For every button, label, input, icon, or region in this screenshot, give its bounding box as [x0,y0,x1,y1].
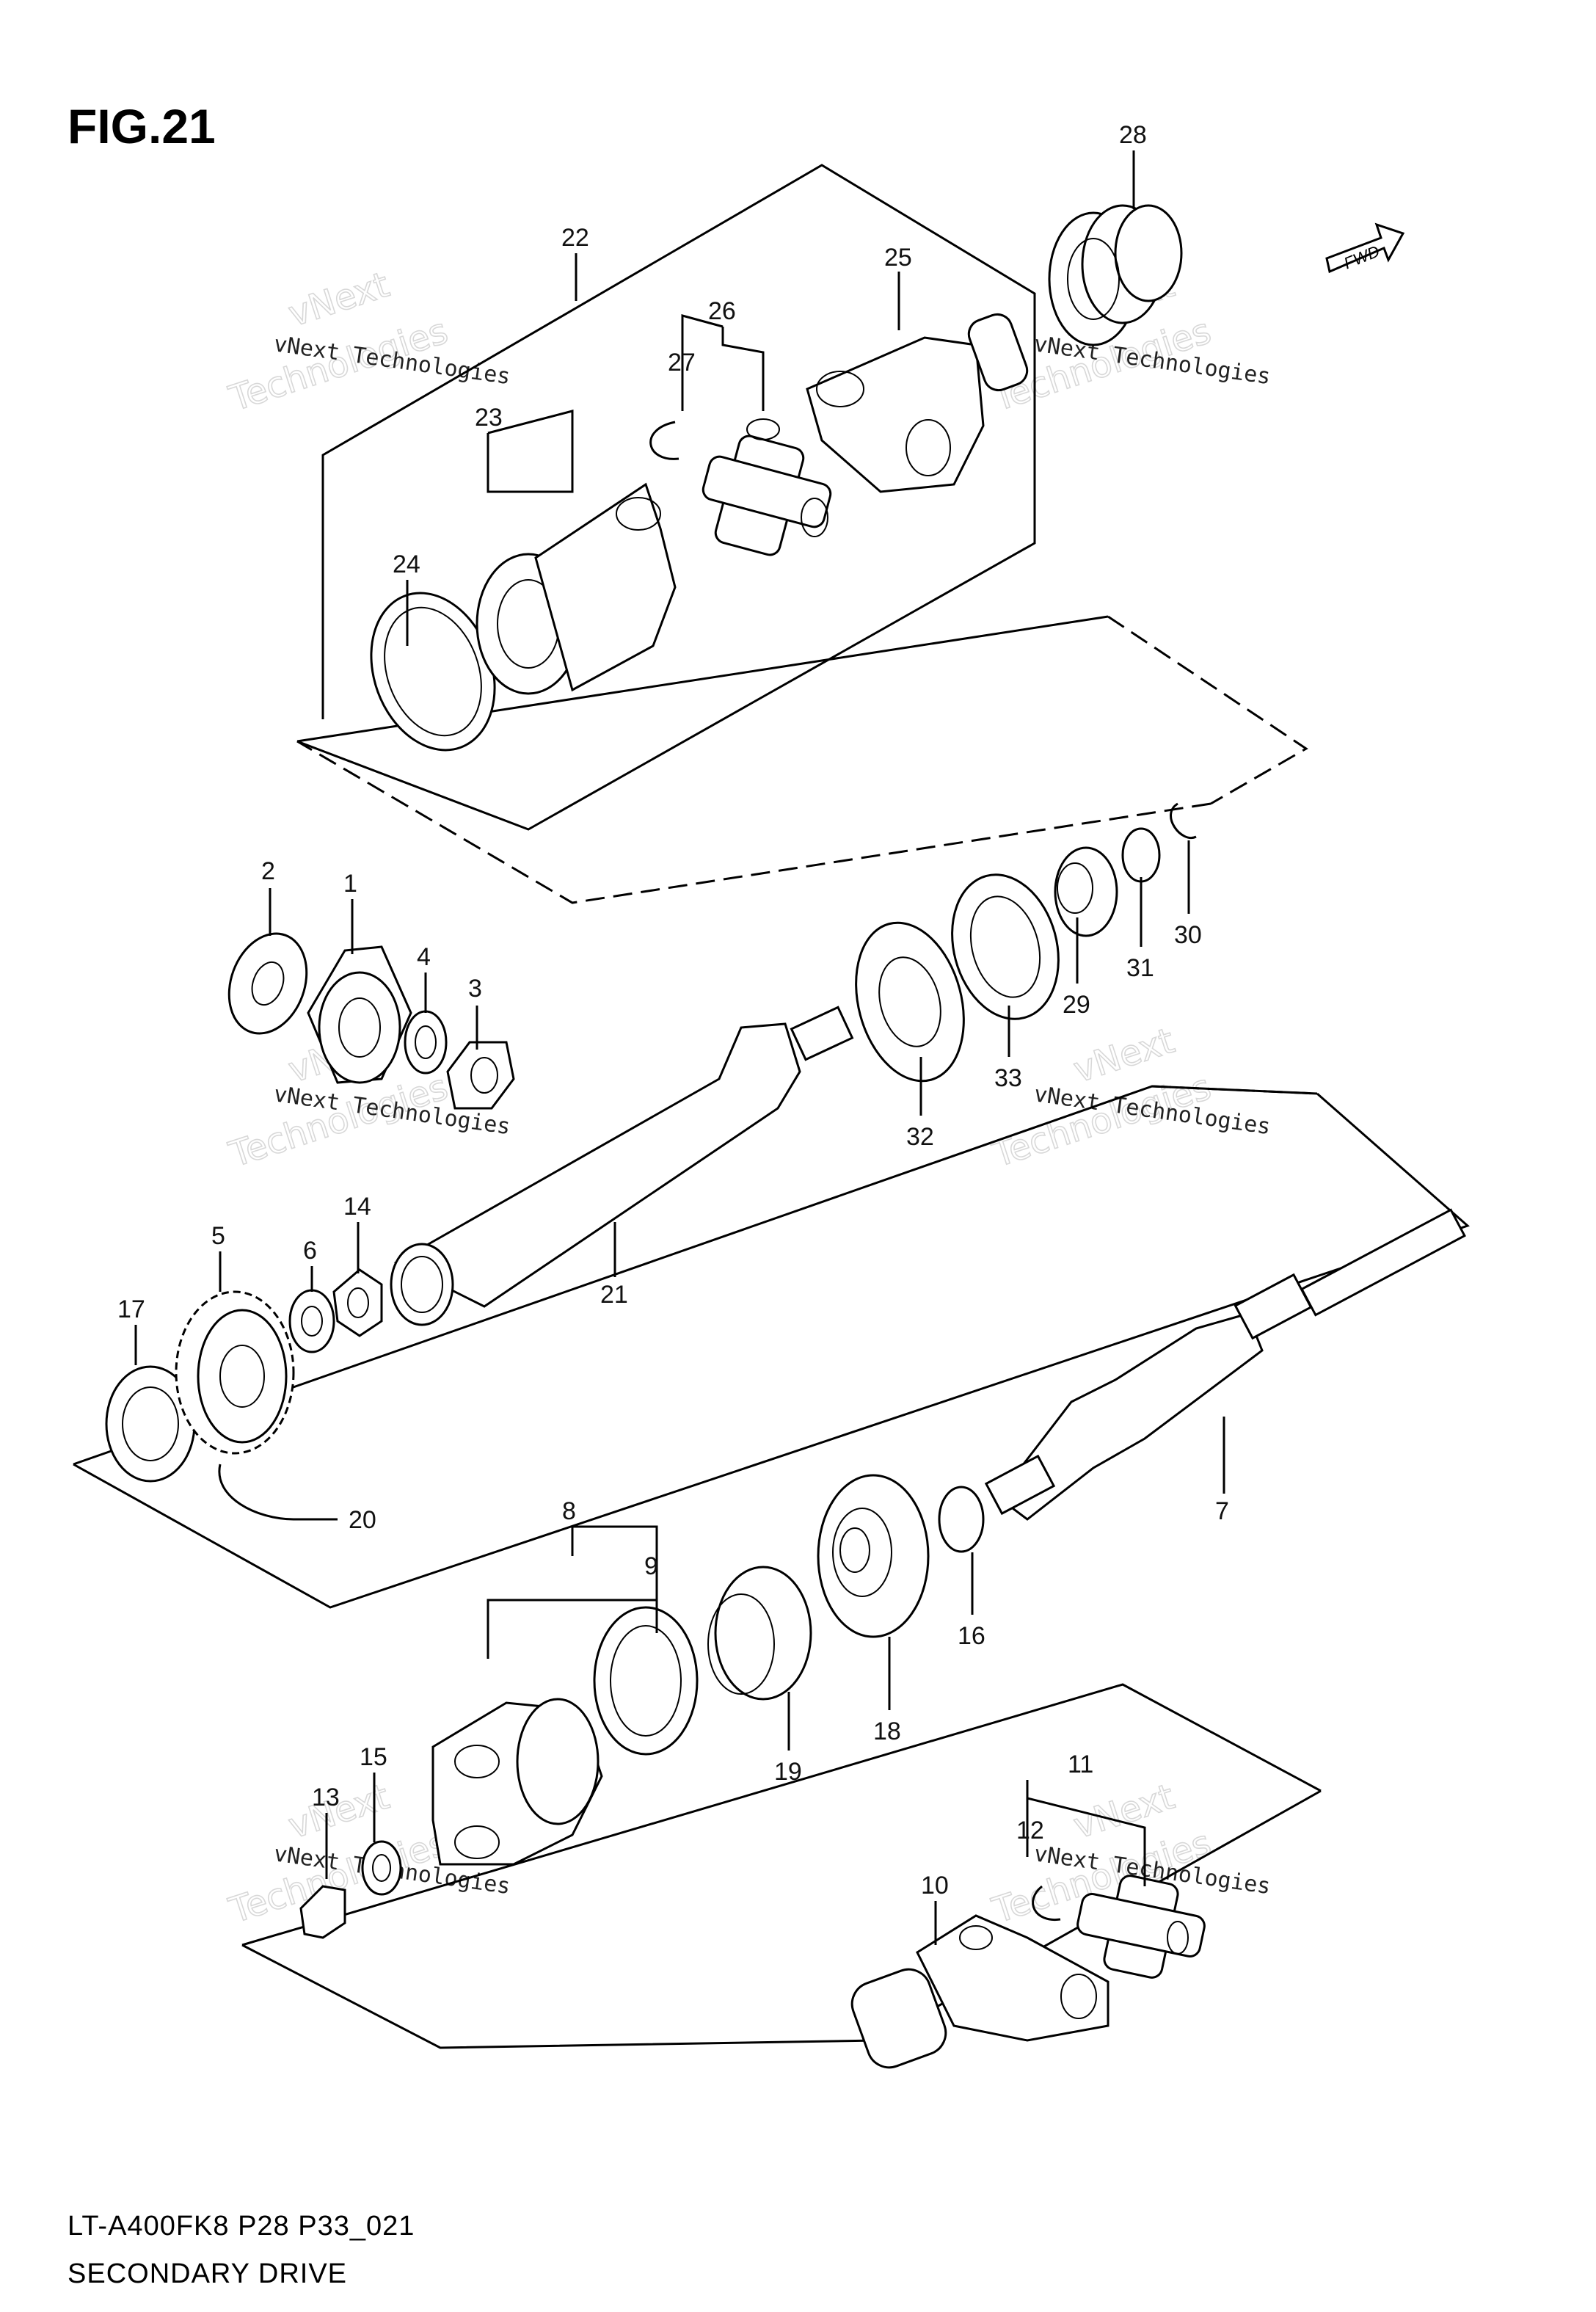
callout-labels: 1 2 3 4 5 6 7 8 9 10 11 12 13 14 15 16 1… [117,121,1229,1900]
group-frame-22 [296,164,1036,831]
part-20-clip [218,1464,294,1521]
callout-17: 17 [117,1295,145,1323]
callout-7: 7 [1215,1497,1229,1525]
part-33-seal [951,873,1060,1020]
watermark-text-2: vNext [283,264,394,335]
callout-10: 10 [921,1872,949,1900]
part-19-sleeve [707,1566,812,1701]
fwd-arrow-icon: FWD [1325,222,1405,274]
figure-title: FIG.21 [68,99,216,153]
callout-26: 26 [708,297,736,325]
part-26-spider [702,418,832,556]
part-32-bearing [855,921,965,1083]
callout-32: 32 [906,1123,934,1151]
model-code: LT-A400FK8 P28 P33_021 [68,2211,415,2242]
part-13-nut [299,1885,346,1939]
part-10-yoke [850,1914,1109,2069]
callout-9: 9 [644,1552,658,1580]
callout-12: 12 [1016,1817,1044,1844]
part-1-bevel-gear [307,945,412,1084]
part-8-yoke [431,1698,603,1866]
part-9-seal [593,1606,699,1756]
part-16-ring [938,1486,985,1553]
callout-31: 31 [1126,954,1154,982]
callout-19: 19 [774,1758,802,1786]
callout-16: 16 [958,1622,985,1650]
callout-1: 1 [343,870,357,898]
callout-4: 4 [417,943,431,971]
callout-20: 20 [349,1506,376,1534]
callout-30: 30 [1174,921,1202,949]
part-29-spacer [1054,846,1118,937]
callout-13: 13 [312,1784,340,1811]
part-25-yoke [806,313,1029,493]
part-11-spider [1076,1875,1206,1979]
callout-24: 24 [393,550,420,578]
callout-22: 22 [561,224,589,252]
group-frame-22-dashed [296,615,1308,904]
part-6-washer [288,1289,335,1353]
part-18-bearing [817,1474,930,1638]
part-21-shaft [390,1006,854,1326]
watermark-top-left: vNext Technologies vNext Technologies [224,263,512,421]
callout-14: 14 [343,1193,371,1221]
callout-25: 25 [884,244,912,272]
part-31-ring [1121,827,1161,883]
callout-23: 23 [475,404,503,432]
leader-lines [134,150,1225,1945]
callout-11: 11 [1068,1751,1093,1778]
part-28-boot [1048,204,1183,346]
part-7-main-shaft [984,1208,1466,1521]
callout-3: 3 [468,975,482,1003]
callout-6: 6 [303,1237,317,1265]
part-30-circlip [1170,802,1197,840]
part-27-circlip [649,421,679,460]
callout-29: 29 [1063,991,1090,1019]
callout-8: 8 [562,1497,576,1525]
callout-27: 27 [668,349,696,377]
watermark-mid-right: vNext Technologies vNext Technologies [987,1019,1272,1177]
part-4-washer [404,1010,448,1075]
part-5-sprocket [175,1290,295,1455]
diagram-name: SECONDARY DRIVE [68,2258,347,2289]
callout-2: 2 [261,857,275,885]
part-12-circlip [1032,1885,1061,1922]
part-14-nut [332,1268,383,1337]
part-15-washer [361,1840,402,1896]
callout-18: 18 [873,1717,901,1745]
part-2-washer [227,932,308,1035]
callout-15: 15 [360,1743,387,1771]
callout-28: 28 [1119,121,1147,149]
part-23-yoke [475,482,677,695]
callout-33: 33 [994,1064,1022,1092]
part-3-nut [446,1041,515,1110]
callout-21: 21 [600,1281,628,1309]
callout-5: 5 [211,1222,225,1250]
